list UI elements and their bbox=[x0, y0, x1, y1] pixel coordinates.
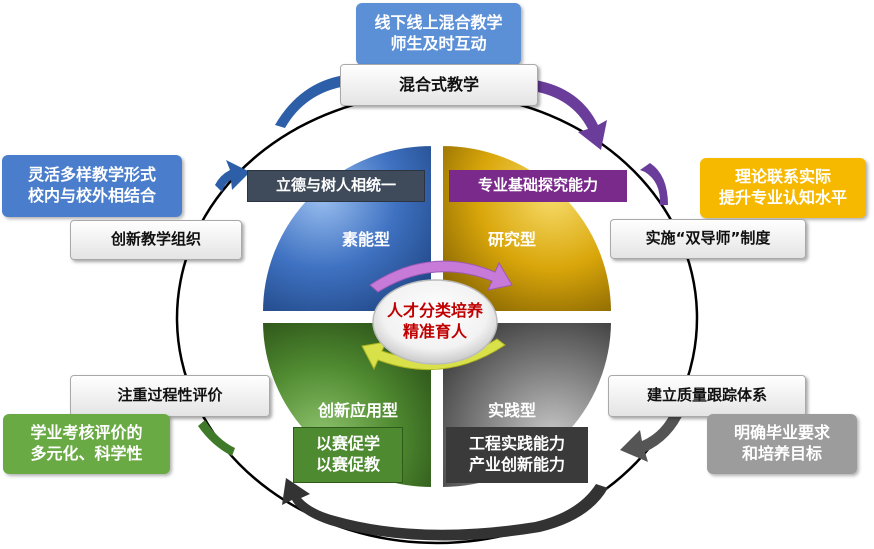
callout-right-bottom-line-2: 和培养目标 bbox=[741, 444, 822, 463]
header-yisai-line-1: 以赛促学 bbox=[315, 434, 380, 454]
label-chuangxin-jiaoxue: 创新教学组织 bbox=[70, 220, 242, 260]
callout-right-bottom: 明确毕业要求 和培养目标 bbox=[707, 414, 857, 474]
quadrant-name-suneng: 素能型 bbox=[342, 230, 391, 249]
header-gongcheng: 工程实践能力 产业创新能力 bbox=[446, 427, 588, 483]
gray-cycle-arrow bbox=[620, 408, 685, 462]
callout-right-top-line-1: 理论联系实际 bbox=[734, 167, 831, 187]
label-zhiliang-genzong: 建立质量跟踪体系 bbox=[608, 375, 806, 417]
inner-arrow-top bbox=[369, 260, 513, 293]
callout-right-top-line-2: 提升专业认知水平 bbox=[718, 188, 847, 207]
callout-left-bottom-line-2: 多元化、科学性 bbox=[30, 444, 143, 463]
header-zhuanye-jichu: 专业基础探究能力 bbox=[449, 170, 627, 202]
header-gongcheng-line-2: 产业创新能力 bbox=[468, 455, 565, 474]
center-text: 人才分类培养 精准育人 bbox=[375, 298, 495, 346]
label-hunheshi: 混合式教学 bbox=[340, 64, 538, 106]
quadrant-name-yanjiu: 研究型 bbox=[488, 230, 537, 249]
center-disc bbox=[372, 279, 498, 365]
quadrant-name-chuangxin: 创新应用型 bbox=[318, 401, 399, 420]
callout-right-top: 理论联系实际 提升专业认知水平 bbox=[700, 158, 866, 218]
blue-cycle-arrow-head bbox=[215, 160, 250, 192]
label-guochengxing: 注重过程性评价 bbox=[70, 375, 270, 417]
callout-left-bottom: 学业考核评价的 多元化、科学性 bbox=[3, 414, 170, 474]
callout-top: 线下线上混合教学 师生及时互动 bbox=[356, 3, 521, 65]
center-line-2: 精准育人 bbox=[402, 322, 467, 341]
green-cycle-arrow bbox=[198, 420, 235, 456]
header-yisai: 以赛促学 以赛促教 bbox=[293, 427, 403, 483]
quadrant-name-shijian: 实践型 bbox=[488, 401, 537, 420]
label-shuangdaoshi: 实施“双导师”制度 bbox=[610, 219, 806, 259]
header-gongcheng-line-1: 工程实践能力 bbox=[468, 434, 565, 454]
callout-left-top-line-2: 校内与校外相结合 bbox=[27, 186, 156, 205]
callout-left-top-line-1: 灵活多样教学形式 bbox=[27, 165, 156, 185]
callout-right-bottom-line-1: 明确毕业要求 bbox=[733, 423, 830, 443]
callout-top-line-1: 线下线上混合教学 bbox=[374, 13, 503, 33]
purple-cycle-arrow bbox=[533, 80, 607, 150]
callout-left-top: 灵活多样教学形式 校内与校外相结合 bbox=[2, 155, 182, 217]
header-lide-shuren: 立德与树人相统一 bbox=[247, 170, 425, 202]
purple-cycle-arrow-tail bbox=[640, 163, 668, 205]
callout-left-bottom-line-1: 学业考核评价的 bbox=[30, 423, 143, 443]
dark-cycle-arrow bbox=[282, 478, 608, 541]
callout-top-line-2: 师生及时互动 bbox=[390, 34, 487, 53]
center-line-1: 人才分类培养 bbox=[386, 301, 483, 321]
header-yisai-line-2: 以赛促教 bbox=[315, 455, 380, 474]
